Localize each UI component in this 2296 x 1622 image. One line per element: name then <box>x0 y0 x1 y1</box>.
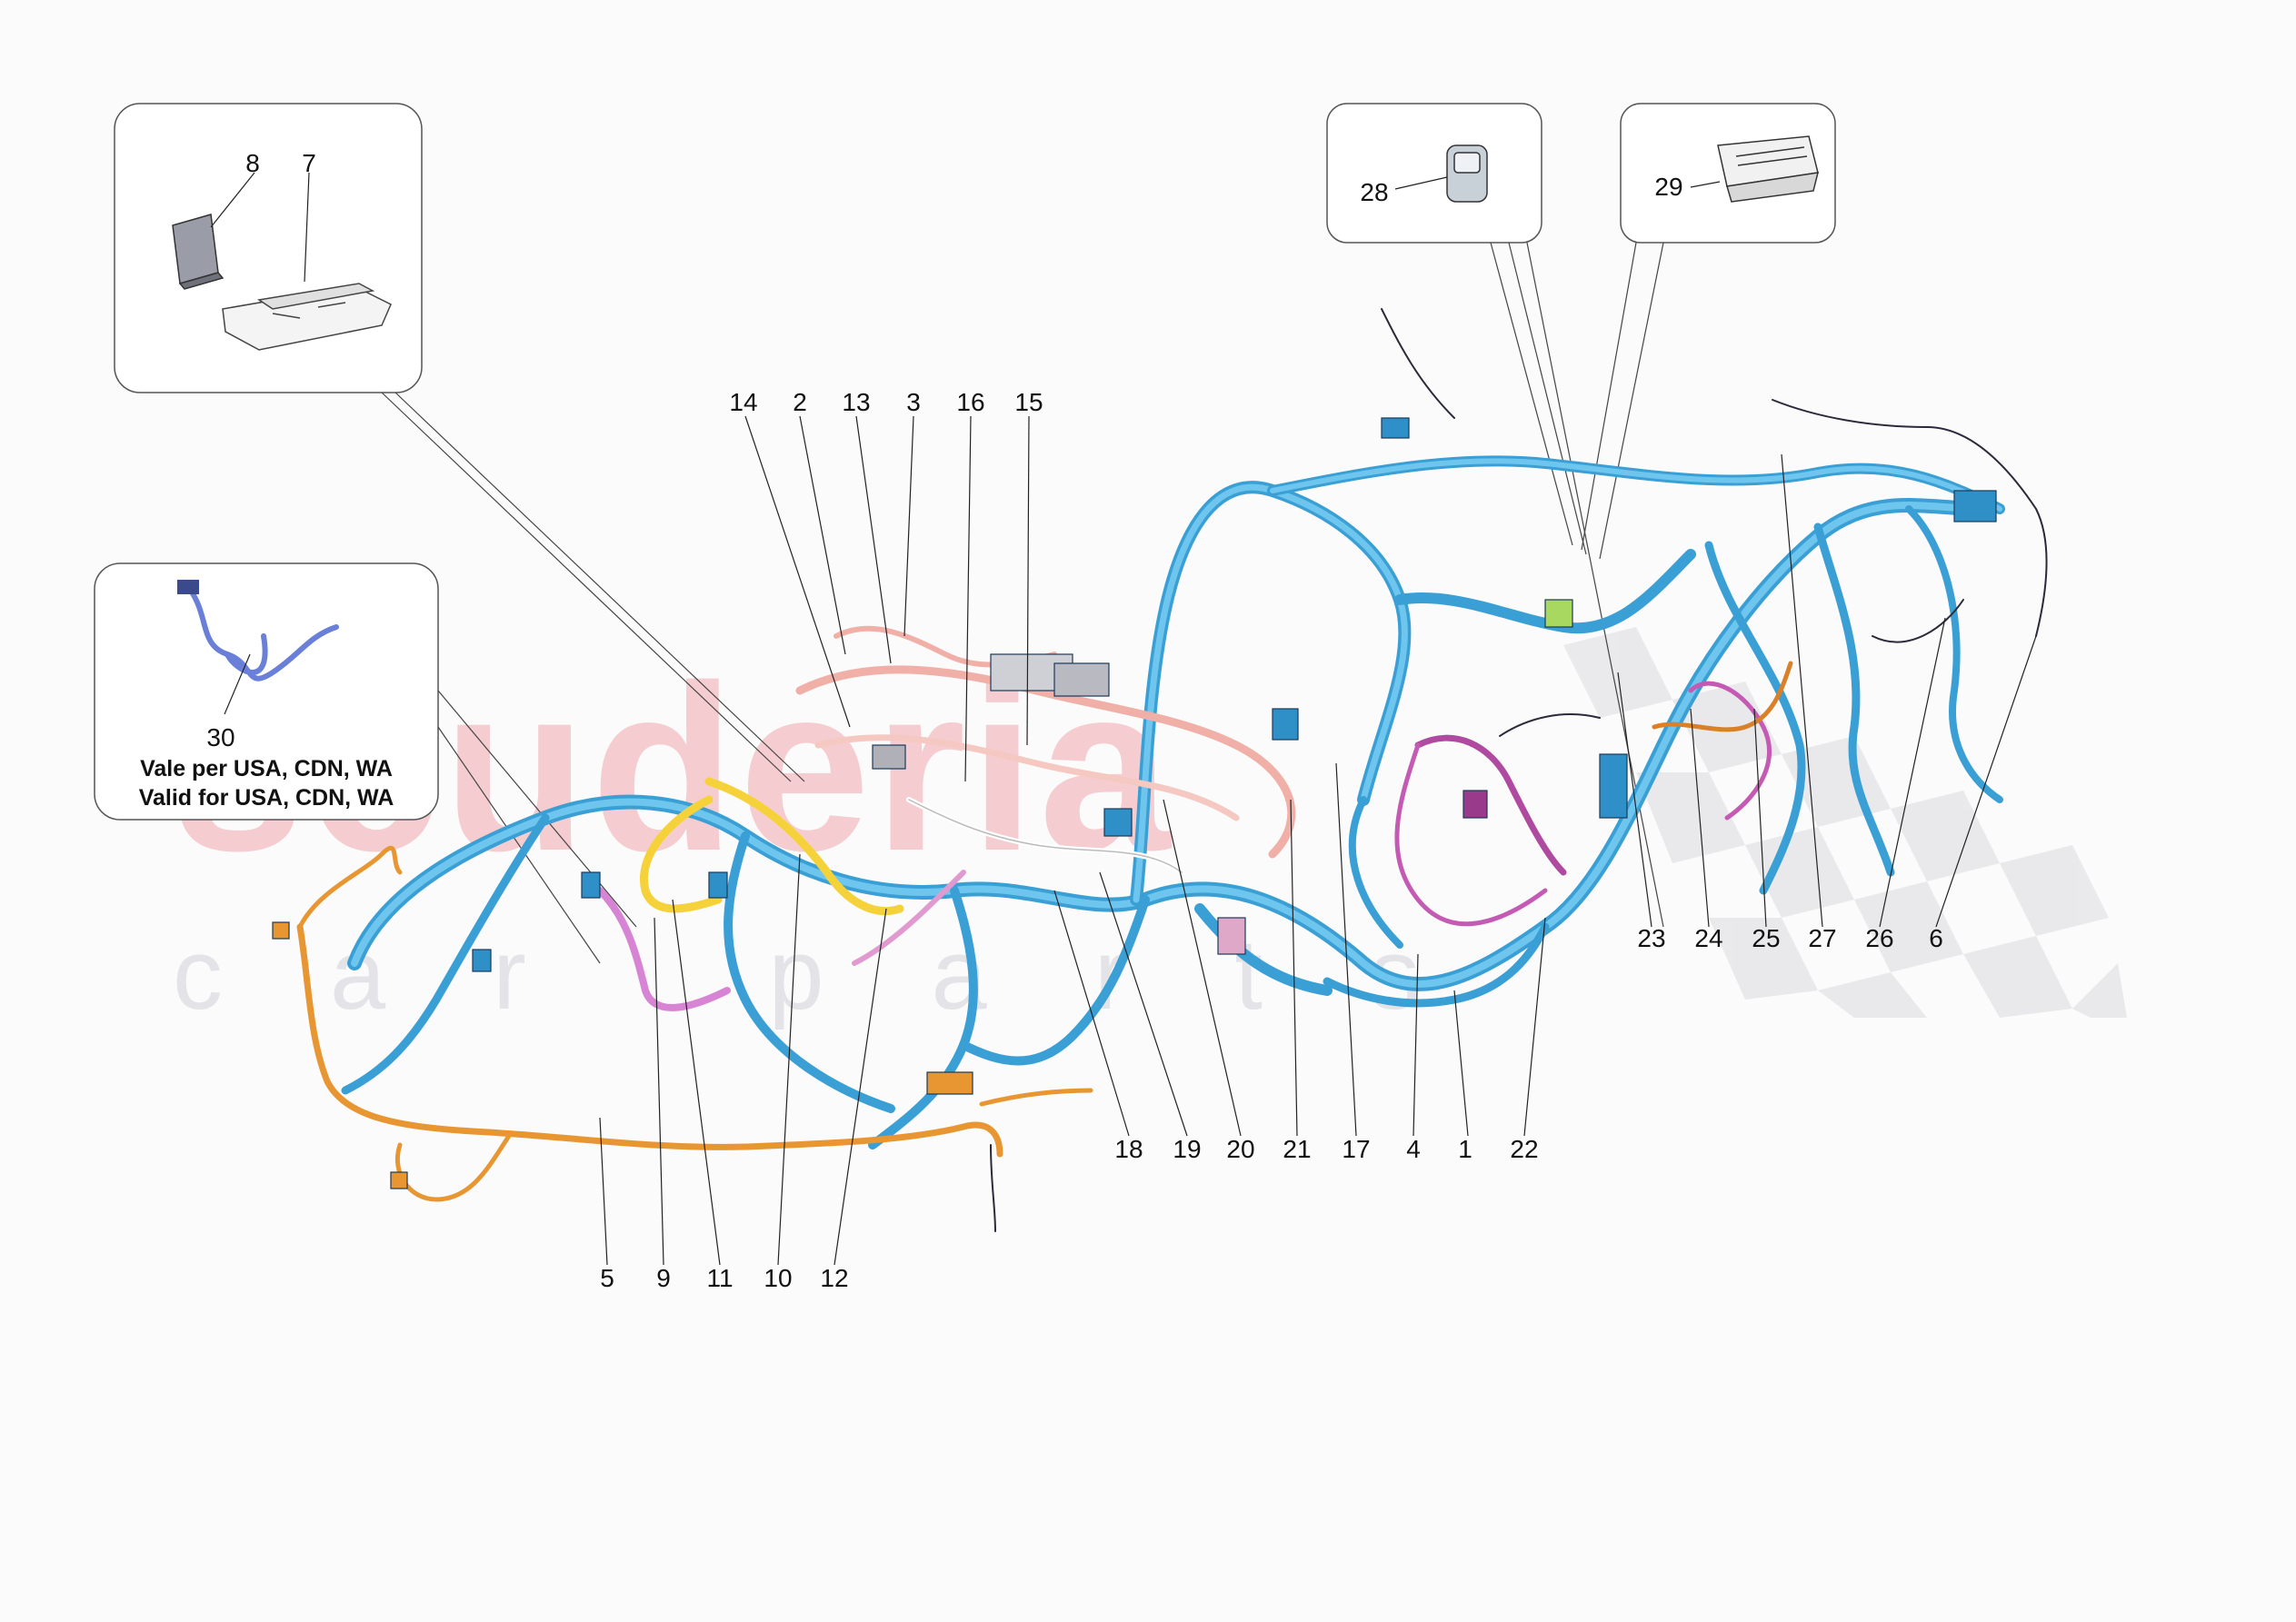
connector-clusters <box>272 417 1997 1189</box>
callout-14: 14 <box>729 388 758 416</box>
callout-9: 9 <box>656 1264 671 1292</box>
callout-22: 22 <box>1510 1135 1539 1163</box>
relay-module-icon <box>172 214 225 290</box>
callout-12: 12 <box>820 1264 849 1292</box>
callout-11: 11 <box>706 1264 734 1292</box>
validity-note: Vale per USA, CDN, WA Valid for USA, CDN… <box>139 754 394 812</box>
inset-box-ecu <box>114 103 423 393</box>
callout-25: 25 <box>1752 924 1781 952</box>
dark-wires <box>990 308 2048 1232</box>
callout-13: 13 <box>842 388 871 416</box>
inset-leader-lines <box>381 242 1664 964</box>
watermark-flag <box>1563 627 2127 1018</box>
callout-3: 3 <box>906 388 921 416</box>
callout-1: 1 <box>1458 1135 1472 1163</box>
callout-20: 20 <box>1226 1135 1255 1163</box>
callout-6: 6 <box>1929 924 1943 952</box>
callout-8: 8 <box>245 149 260 177</box>
callout-28: 28 <box>1360 178 1389 206</box>
callout-17: 17 <box>1342 1135 1371 1163</box>
yellow-harness <box>640 777 904 916</box>
pink-harness <box>596 887 731 1011</box>
usa-harness-icon <box>177 580 339 682</box>
callout-5: 5 <box>600 1264 614 1292</box>
inset-box-usa-harness <box>94 562 439 821</box>
callout-30: 30 <box>206 723 235 751</box>
callout-26: 26 <box>1865 924 1894 952</box>
ecu-module-icon <box>222 283 392 351</box>
connector-29-icon <box>1717 135 1820 203</box>
callout-27: 27 <box>1808 924 1837 952</box>
callout-10: 10 <box>764 1264 793 1292</box>
validity-note-english: Valid for USA, CDN, WA <box>138 785 394 811</box>
connector-28-icon <box>1446 144 1488 203</box>
callout-15: 15 <box>1014 388 1043 416</box>
main-harness-blue <box>341 455 2005 1149</box>
callout-2: 2 <box>793 388 807 416</box>
callout-18: 18 <box>1114 1135 1143 1163</box>
inset-box-connector-28 <box>1326 103 1542 244</box>
callout-7: 7 <box>302 149 316 177</box>
callout-leader-lines <box>210 172 2037 1266</box>
callout-19: 19 <box>1173 1135 1202 1163</box>
callout-29: 29 <box>1654 173 1683 201</box>
validity-note-italian: Vale per USA, CDN, WA <box>140 756 393 781</box>
callout-21: 21 <box>1283 1135 1312 1163</box>
callout-16: 16 <box>956 388 985 416</box>
engine-harness-salmon <box>795 625 1772 966</box>
callout-23: 23 <box>1637 924 1666 952</box>
callout-24: 24 <box>1694 924 1723 952</box>
callout-4: 4 <box>1406 1135 1421 1163</box>
orange-harness <box>296 661 1793 1202</box>
